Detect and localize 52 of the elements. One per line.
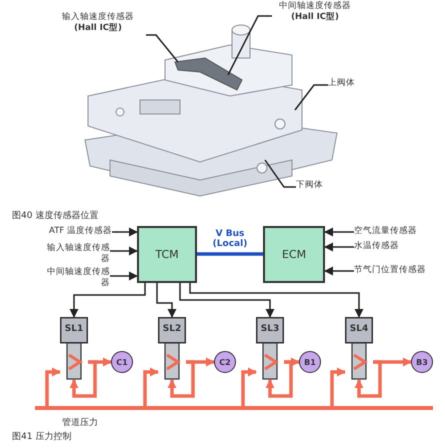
- leader-line: [294, 84, 328, 110]
- arrow: [112, 228, 138, 236]
- figure-caption: 图40 速度传感器位置: [12, 210, 98, 222]
- bus-line: [197, 252, 263, 256]
- arrow: [266, 360, 293, 398]
- arrow: [330, 368, 346, 406]
- clutch-circle: B1: [299, 351, 321, 373]
- arrow: [241, 368, 257, 406]
- solenoid-valve: [158, 317, 186, 380]
- sensor-label: 空气流量传感器: [354, 226, 426, 238]
- arrow: [354, 360, 382, 398]
- leader-line: [146, 34, 179, 62]
- arrow: [110, 246, 138, 256]
- leader-line: [264, 160, 296, 188]
- valve-label: SL1: [64, 324, 84, 334]
- clutch-circle: B3: [411, 351, 433, 373]
- arrow: [168, 360, 195, 398]
- valve-label: SL2: [162, 324, 182, 334]
- solenoid-valve: [256, 317, 284, 380]
- arrow: [156, 283, 176, 318]
- arrow: [70, 360, 97, 398]
- valve-label: SL4: [348, 324, 370, 334]
- callout-label: (Hall IC型): [73, 23, 123, 34]
- callout-label: 中间轴速度传感器: [278, 1, 352, 12]
- pipe-label: 管道压力: [62, 416, 98, 429]
- arrow: [110, 272, 138, 280]
- leader-line: [227, 15, 272, 76]
- sensor-label: 水温传感器: [354, 241, 414, 253]
- arrow: [324, 228, 354, 236]
- callout-label: 输入轴速度传感器: [61, 12, 135, 23]
- sensor-label: 输入轴速度传感器: [44, 243, 110, 265]
- control-module-box: TCM: [137, 226, 197, 283]
- sensor-label: 中间轴速度传感器: [44, 267, 110, 289]
- figure-caption: 图41 压力控制: [12, 430, 72, 443]
- clutch-circle: C1: [111, 351, 133, 373]
- arrow: [179, 283, 274, 318]
- callout-label: (Hall IC型): [290, 12, 340, 23]
- arrow: [324, 266, 354, 276]
- arrow: [45, 368, 61, 406]
- arrow: [70, 283, 146, 318]
- valve-label: SL3: [260, 324, 280, 334]
- callout-label: 下阀体: [296, 180, 330, 194]
- solenoid-valve: [345, 317, 373, 380]
- solenoid-valve: [60, 317, 88, 380]
- arrow: [143, 368, 159, 406]
- arrow: [324, 242, 354, 252]
- arrow: [189, 283, 364, 318]
- control-module-box: ECM: [263, 226, 325, 283]
- sensor-label: 节气门位置传感器: [354, 265, 434, 277]
- sensor-label: ATF 温度传感器: [40, 226, 112, 238]
- callout-label: 上阀体: [328, 78, 360, 92]
- clutch-circle: C2: [214, 351, 236, 373]
